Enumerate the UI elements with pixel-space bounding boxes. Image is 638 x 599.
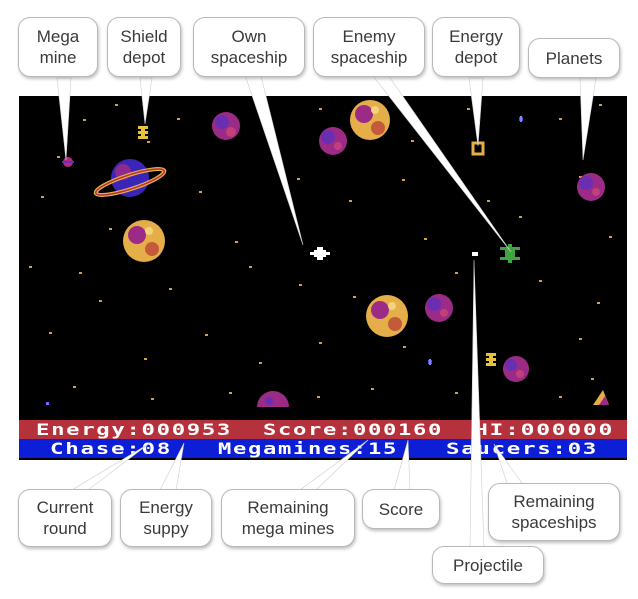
label-score: Score <box>362 489 440 529</box>
mega-mine-icon <box>62 157 74 167</box>
label-enemy-spaceship: Enemy spaceship <box>313 17 425 77</box>
label-current-round: Current round <box>18 489 112 547</box>
planet <box>212 112 240 140</box>
planet <box>123 220 165 262</box>
score-readout: Score:000160 <box>263 420 443 439</box>
label-mega-mine: Mega mine <box>18 17 98 77</box>
planet <box>319 127 347 155</box>
planet <box>257 391 289 407</box>
own-spaceship-icon <box>310 247 330 260</box>
planet <box>503 356 529 382</box>
ringed-planet <box>93 159 167 197</box>
planet <box>425 294 453 322</box>
label-energy-depot: Energy depot <box>432 17 520 77</box>
shield-depot-icon <box>138 126 148 139</box>
label-remaining-mega-mines: Remaining mega mines <box>221 489 355 547</box>
energy-readout: Energy:000953 <box>36 420 232 439</box>
space-background <box>19 96 627 460</box>
enemy-spaceship-icon <box>500 244 520 263</box>
sparkle-stars <box>46 116 523 405</box>
chase-readout: Chase:08 <box>50 439 172 458</box>
label-projectile: Projectile <box>432 546 544 584</box>
projectile <box>472 252 478 256</box>
gold-planets <box>123 100 408 337</box>
label-own-spaceship: Own spaceship <box>193 17 305 77</box>
label-planets: Planets <box>528 38 620 78</box>
purple-planets <box>212 112 605 407</box>
planet <box>366 295 408 337</box>
label-energy-supply: Energy suppy <box>120 489 212 547</box>
label-shield-depot: Shield depot <box>107 17 181 77</box>
hi-score-readout: HI:000000 <box>474 420 614 439</box>
planet <box>350 100 390 140</box>
saucers-readout: Saucers:03 <box>446 439 598 458</box>
megamines-readout: Megamines:15 <box>218 439 398 458</box>
shield-depot-icon <box>486 353 496 366</box>
game-screen: Energy:000953 Score:000160 HI:000000 Cha… <box>19 96 627 460</box>
planet <box>577 173 605 201</box>
asteroid-fragment <box>593 390 609 405</box>
label-remaining-spaceships: Remaining spaceships <box>488 483 620 541</box>
star-field <box>29 104 612 400</box>
callout-pointers <box>56 71 597 549</box>
